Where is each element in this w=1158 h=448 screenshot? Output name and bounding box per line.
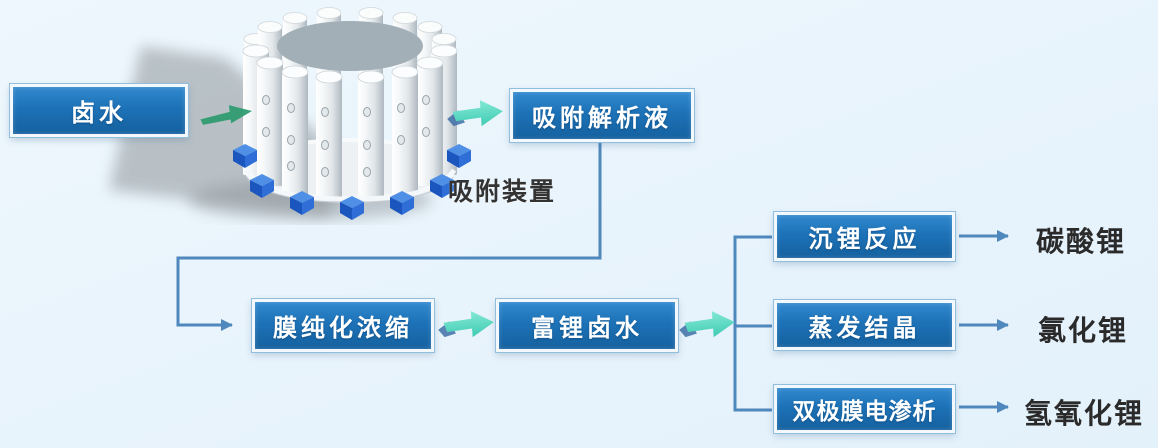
node-li-rich-brine-label: 富锂卤水 <box>531 315 643 342</box>
node-bipolar-electrodialysis-label: 双极膜电渗析 <box>792 398 937 424</box>
device-cavity <box>277 21 423 71</box>
green-arrow-brine-to-device <box>200 105 252 125</box>
product-lithium-chloride: 氯化锂 <box>1038 315 1129 346</box>
node-li-precipitation: 沉锂反应 <box>773 211 956 262</box>
node-li-rich-brine: 富锂卤水 <box>495 298 679 353</box>
teal-arrow-lirich-to-branches <box>679 311 735 338</box>
node-brine-label: 卤水 <box>71 100 127 127</box>
device-label: 吸附装置 <box>448 178 557 206</box>
product-lithium-hydroxide: 氢氧化锂 <box>1024 398 1145 429</box>
node-desorption-liquid-label: 吸附解析液 <box>532 105 672 132</box>
node-brine: 卤水 <box>9 83 189 138</box>
node-desorption-liquid: 吸附解析液 <box>509 88 695 143</box>
node-membrane-concentration-label: 膜纯化浓缩 <box>273 315 413 342</box>
teal-arrow-device-to-desorption <box>447 100 503 127</box>
product-lithium-carbonate: 碳酸锂 <box>1036 226 1127 257</box>
node-li-precipitation-label: 沉锂反应 <box>808 226 921 253</box>
node-evaporation-crystallization-label: 蒸发结晶 <box>808 314 921 342</box>
node-bipolar-electrodialysis: 双极膜电渗析 <box>773 384 956 434</box>
connector-branch-bracket <box>733 235 772 412</box>
node-evaporation-crystallization: 蒸发结晶 <box>773 299 956 351</box>
teal-arrow-membrane-to-lirich <box>438 311 494 338</box>
node-membrane-concentration: 膜纯化浓缩 <box>251 298 435 353</box>
